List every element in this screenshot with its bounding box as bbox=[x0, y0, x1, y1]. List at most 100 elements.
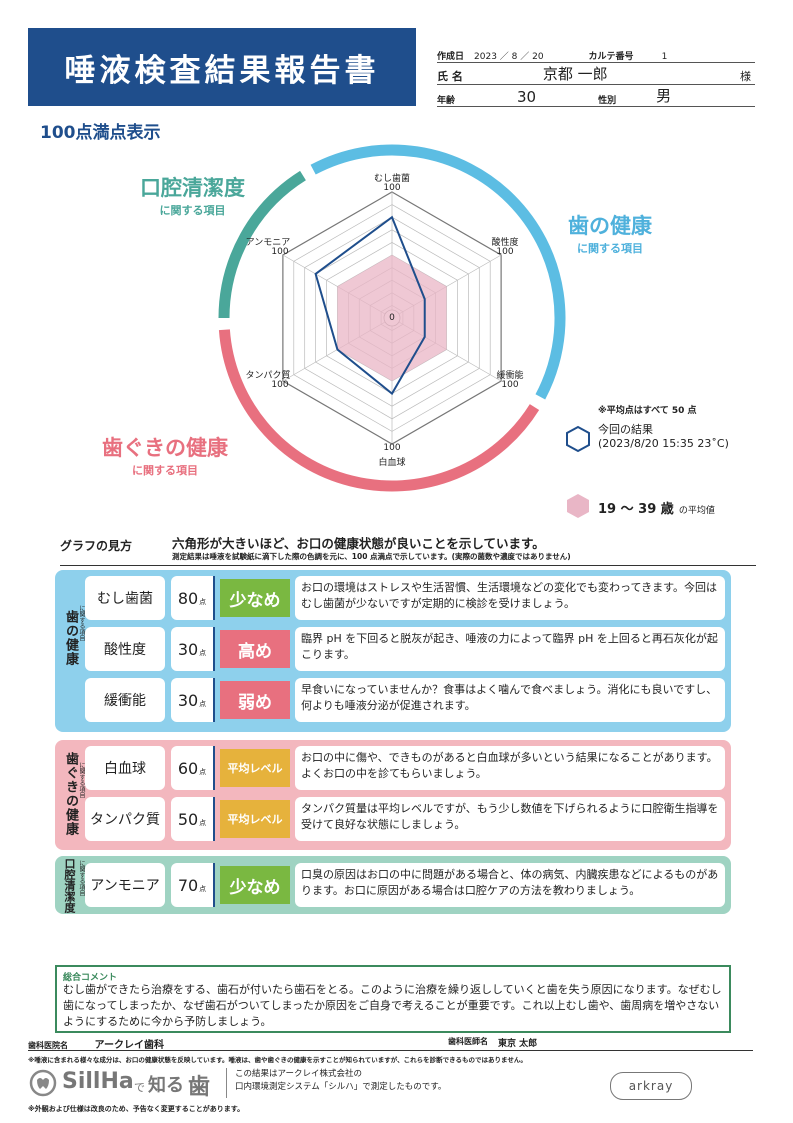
age-average-suffix: の平均値 bbox=[678, 506, 715, 516]
system-line-1: この結果はアークレイ株式会社の bbox=[235, 1069, 362, 1079]
category-gum-sub: に関する項目 bbox=[132, 464, 198, 477]
average-legend-icon bbox=[567, 494, 589, 518]
axis-label-protein: タンパク質 bbox=[245, 371, 291, 381]
axis-max-ammonia: 100 bbox=[271, 247, 289, 257]
sex-label: 性別 bbox=[598, 96, 617, 106]
age-average-range: 19 〜 39 歳 bbox=[598, 502, 674, 517]
item-badge: 少なめ bbox=[220, 579, 290, 617]
item-comment: 口臭の原因はお口の中に問題がある場合と、体の病気、内臓疾患などによるものがありま… bbox=[295, 863, 725, 907]
average-note: ※平均点はすべて 50 点 bbox=[598, 406, 697, 416]
group-gum-label: 歯ぐきの健康 bbox=[63, 752, 78, 836]
item-comment: タンパク質量は平均レベルですが、もう少し数値を下げられるように口腔衛生指導を受け… bbox=[295, 797, 725, 841]
system-line-2: 口内環境測定システム「シルハ」で測定したものです。 bbox=[235, 1082, 447, 1092]
age-value: 30 bbox=[517, 88, 537, 106]
category-teeth-title: 歯の健康 bbox=[568, 214, 652, 238]
item-comment: お口の環境はストレスや生活習慣、生活環境などの変化でも変わってきます。今回はむし… bbox=[295, 576, 725, 620]
item-name: 酸性度 bbox=[85, 627, 165, 671]
clinic-label: 歯科医院名 bbox=[28, 1041, 68, 1050]
doctor-label: 歯科医師名 bbox=[448, 1037, 488, 1046]
ring-arc-gum bbox=[218, 329, 540, 492]
category-teeth: 歯の健康 に関する項目 bbox=[560, 210, 660, 256]
item-badge: 平均レベル bbox=[220, 800, 290, 838]
arkray-logo: arkray bbox=[610, 1072, 692, 1100]
item-comment: 早食いになっていませんか？食事はよく噛んで食べましょう。消化にも良いですし、何よ… bbox=[295, 678, 725, 722]
created-value: 2023 ／ 8 ／ 20 bbox=[474, 52, 544, 62]
age-label: 年齢 bbox=[437, 96, 456, 106]
header-row-age: 年齢 30 性別 男 bbox=[437, 84, 755, 107]
current-result-datetime: (2023/8/20 15:35 23˚C) bbox=[598, 437, 729, 450]
item-comment: お口の中に傷や、できものがあると白血球が多いという結果になることがあります。よく… bbox=[295, 746, 725, 790]
header-row-name: 氏 名 京都 一郎 様 bbox=[437, 62, 755, 85]
report-title: 唾液検査結果報告書 bbox=[28, 28, 416, 106]
item-badge: 弱め bbox=[220, 681, 290, 719]
item-badge: 少なめ bbox=[220, 866, 290, 904]
category-teeth-sub: に関する項目 bbox=[577, 242, 643, 255]
graph-howto: グラフの見方 六角形が大きいほど、お口の健康状態が良いことを示しています。 測定… bbox=[60, 533, 756, 566]
created-label: 作成日 bbox=[437, 52, 465, 62]
item-name: タンパク質 bbox=[85, 797, 165, 841]
howto-label: グラフの見方 bbox=[60, 539, 133, 553]
item-badge: 高め bbox=[220, 630, 290, 668]
overall-comment-heading: 総合コメント bbox=[63, 973, 118, 983]
item-name: アンモニア bbox=[85, 863, 165, 907]
item-name: むし歯菌 bbox=[85, 576, 165, 620]
category-gum-title: 歯ぐきの健康 bbox=[102, 436, 228, 460]
footer-disclaimer: ※唾液に含まれる様々な成分は、お口の健康状態を反映しています。唾液は、歯や歯ぐき… bbox=[28, 1056, 527, 1064]
name-suffix: 様 bbox=[740, 70, 751, 83]
howto-note: 測定結果は唾液を試験紙に滴下した際の色調を元に、100 点満点で示しています。(… bbox=[172, 552, 571, 561]
sillha-logo: SillHa で 知る 歯 bbox=[28, 1067, 218, 1101]
system-statement: この結果はアークレイ株式会社の 口内環境測定システム「シルハ」で測定したものです… bbox=[226, 1068, 446, 1098]
ring-arc-teeth bbox=[310, 144, 566, 400]
category-gum: 歯ぐきの健康 に関する項目 bbox=[95, 432, 235, 478]
axis-label-acidity: 酸性度 bbox=[491, 238, 519, 248]
sex-value: 男 bbox=[656, 87, 672, 105]
chart-no-value: 1 bbox=[661, 52, 668, 62]
logo-tail-shiru: 知る bbox=[148, 1075, 184, 1096]
group-gum-sub: に関する項目 bbox=[78, 762, 85, 798]
logo-sillha-text: SillHa bbox=[62, 1069, 134, 1094]
axis-max-buffer: 100 bbox=[501, 380, 519, 390]
logo-tail-ha: 歯 bbox=[188, 1075, 211, 1100]
current-result-label: 今回の結果 bbox=[598, 423, 653, 436]
howto-lead: 六角形が大きいほど、お口の健康状態が良いことを示しています。 bbox=[172, 536, 545, 551]
item-name: 白血球 bbox=[85, 746, 165, 790]
axis-label-leukocyte: 白血球 bbox=[378, 458, 406, 468]
name-label: 氏 名 bbox=[437, 70, 463, 83]
current-result-legend: 今回の結果 (2023/8/20 15:35 23˚C) bbox=[598, 423, 729, 451]
axis-max-caries: 100 bbox=[383, 183, 401, 193]
chart-no-label: カルテ番号 bbox=[588, 52, 634, 62]
age-average-legend: 19 〜 39 歳 の平均値 bbox=[598, 498, 715, 517]
axis-label-ammonia: アンモニア bbox=[245, 238, 291, 248]
group-oral-sub: に関する項目 bbox=[78, 860, 85, 896]
group-oral-label: 口腔清潔度 bbox=[63, 858, 76, 913]
clinic-name: アークレイ歯科 bbox=[94, 1040, 164, 1051]
logo-tail-de: で bbox=[134, 1081, 145, 1094]
axis-max-acidity: 100 bbox=[496, 247, 514, 257]
radar-chart bbox=[218, 144, 566, 492]
spec-note: ※外観および仕様は改良のため、予告なく変更することがあります。 bbox=[28, 1105, 245, 1113]
radar-center-label: 0 bbox=[389, 313, 395, 323]
axis-label-caries: むし歯菌 bbox=[373, 174, 410, 184]
current-result-legend-icon bbox=[566, 425, 590, 453]
axis-label-buffer: 緩衝能 bbox=[496, 371, 524, 381]
result-hexagon bbox=[314, 215, 426, 396]
overall-comment-text: むし歯ができたら治療をする、歯石が付いたら歯石をとる。このように治療を繰り返しし… bbox=[63, 983, 722, 1028]
axis-max-leukocyte: 100 bbox=[383, 443, 401, 453]
category-oral: 口腔清潔度 に関する項目 bbox=[135, 172, 250, 218]
overall-comment: 総合コメント むし歯ができたら治療をする、歯石が付いたら歯石をとる。このように治… bbox=[55, 965, 731, 1033]
tooth-bubble-icon bbox=[29, 1069, 57, 1097]
